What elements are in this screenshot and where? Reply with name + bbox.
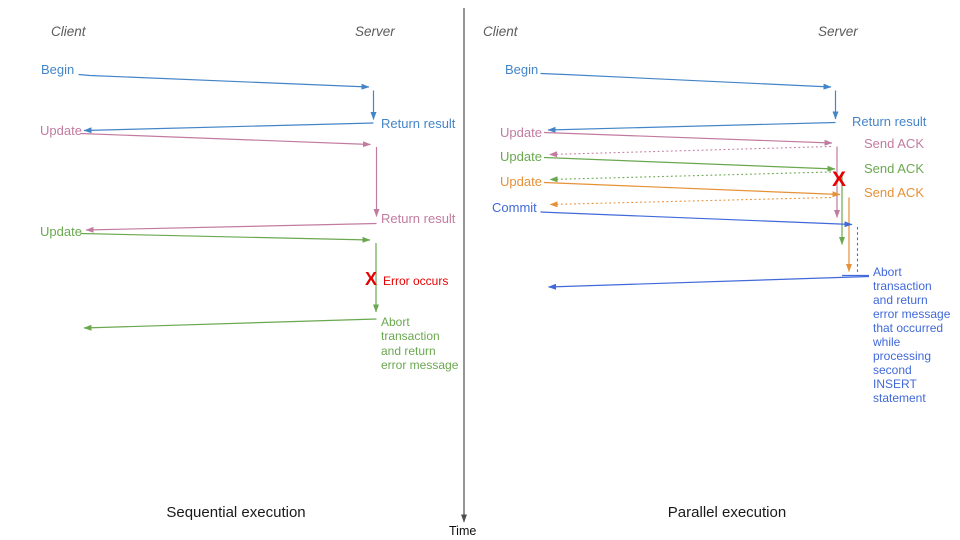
server-header-right: Server [818, 24, 858, 39]
client-header-left: Client [51, 24, 86, 39]
seq-update-1-request-line [80, 132, 371, 148]
commit-label: Commit [492, 200, 537, 215]
par-abort-return-line [548, 275, 870, 290]
return-result-2-label-left: Return result [381, 210, 456, 226]
return-result-label-right: Return result [852, 113, 927, 129]
client-header-right: Client [483, 24, 518, 39]
seq-return-result-1-line [83, 122, 374, 134]
error-occurs-label: Error occurs [383, 273, 449, 288]
error-x-icon-left: X [365, 269, 378, 289]
return-result-1-label-left: Return result [381, 116, 456, 131]
begin-label-left: Begin [41, 61, 75, 77]
par-return-result-line [547, 121, 836, 133]
seq-return-result-2-line [85, 222, 377, 233]
error-x-icon-right: X [832, 168, 847, 191]
begin-label-right: Begin [505, 62, 539, 77]
seq-update-2-request-line [80, 232, 371, 243]
par-commit-request-line [540, 211, 853, 228]
seq-begin-request-line [78, 73, 370, 90]
seq-abort-return-line [83, 318, 377, 331]
server-header-left: Server [355, 24, 395, 39]
sequential-execution-title: Sequential execution [166, 504, 306, 521]
par-update-1-request-line [543, 131, 833, 146]
send-ack-2-label: Send ACK [864, 160, 924, 176]
parallel-execution-title: Parallel execution [667, 504, 787, 521]
par-send-ack-2-line [549, 171, 832, 183]
send-ack-3-label: Send ACK [864, 185, 924, 200]
par-send-ack-3-line [549, 196, 832, 208]
par-send-ack-1-line [549, 145, 832, 158]
abort-note-left: Abort transaction and return error messa… [381, 314, 459, 373]
abort-note-right: Abort transaction and return error messa… [873, 264, 951, 405]
time-label: Time [449, 523, 477, 538]
update-1-label-left: Update [40, 122, 82, 138]
par-update-3-request-line [543, 181, 841, 198]
par-update-2-request-line [543, 156, 836, 172]
par-begin-request-line [540, 72, 832, 90]
send-ack-1-label: Send ACK [864, 136, 924, 151]
update-2-label-left: Update [40, 223, 82, 239]
update-2-label-right: Update [500, 149, 542, 164]
update-1-label-right: Update [500, 124, 542, 140]
update-3-label-right: Update [500, 174, 542, 189]
